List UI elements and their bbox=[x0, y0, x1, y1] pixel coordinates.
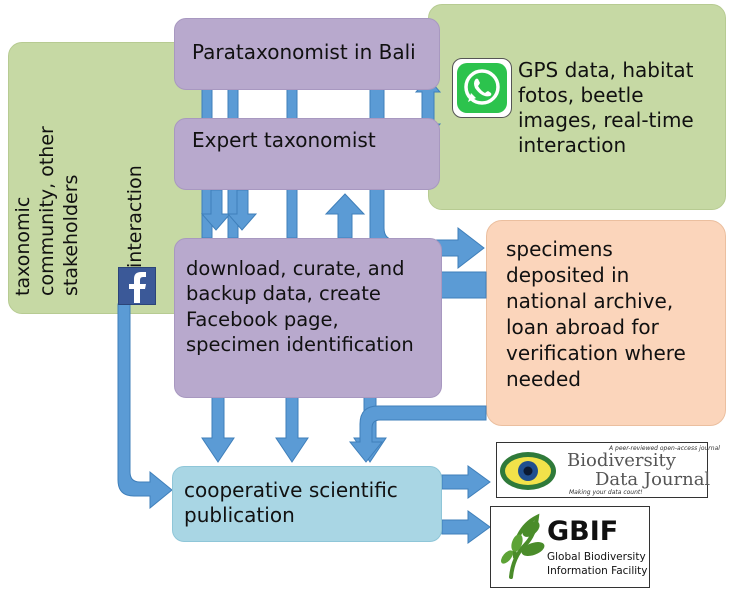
bdj-name-1: Biodiversity bbox=[567, 450, 676, 471]
pub-to-bdj-arrow bbox=[441, 465, 491, 499]
publication-label: cooperative scientific publication bbox=[184, 478, 398, 527]
gbif-sub-2: Information Facility bbox=[547, 565, 648, 577]
facebook-icon bbox=[118, 267, 156, 305]
gbif-leaf-logo bbox=[501, 513, 545, 579]
expert-box bbox=[174, 118, 440, 190]
pub-to-gbif-arrow bbox=[441, 510, 491, 544]
specimens-to-pub-arrow bbox=[348, 405, 487, 463]
curate-to-pub-arrow-2 bbox=[275, 395, 309, 463]
gbif-logo: GBIF Global Biodiversity Information Fac… bbox=[490, 506, 650, 588]
curate-to-pub-arrow-1 bbox=[201, 395, 235, 463]
curate-to-expert-arrow bbox=[324, 193, 366, 239]
expert-to-curate-arrow-2 bbox=[226, 189, 258, 231]
gbif-sub-1: Global Biodiversity bbox=[547, 551, 646, 563]
curate-box bbox=[174, 238, 442, 398]
specimens-box bbox=[486, 220, 726, 426]
parataxonomist-box bbox=[174, 18, 440, 90]
bdj-tagline: Making your data count! bbox=[569, 489, 643, 496]
parataxonomist-label: Parataxonomist in Bali bbox=[192, 40, 416, 64]
publication-box bbox=[172, 466, 442, 542]
specimens-label: specimens deposited in national archive,… bbox=[506, 237, 686, 391]
expert-to-curate-arrow-1 bbox=[200, 189, 232, 231]
bdj-top-line: A peer-reviewed open-access journal bbox=[609, 445, 720, 452]
gbif-name: GBIF bbox=[547, 516, 619, 547]
facebook-to-pub-arrow bbox=[117, 303, 173, 510]
curate-label: download, curate, and backup data, creat… bbox=[186, 257, 414, 357]
gps-data-label: GPS data, habitat fotos, beetle images, … bbox=[518, 58, 694, 157]
bdj-logo: A peer-reviewed open-access journal Biod… bbox=[496, 442, 720, 498]
expert-label: Expert taxonomist bbox=[192, 128, 376, 152]
bdj-name-2: Data Journal bbox=[595, 469, 711, 490]
whatsapp-icon bbox=[452, 58, 512, 118]
curate-to-specimens-band bbox=[439, 271, 487, 299]
